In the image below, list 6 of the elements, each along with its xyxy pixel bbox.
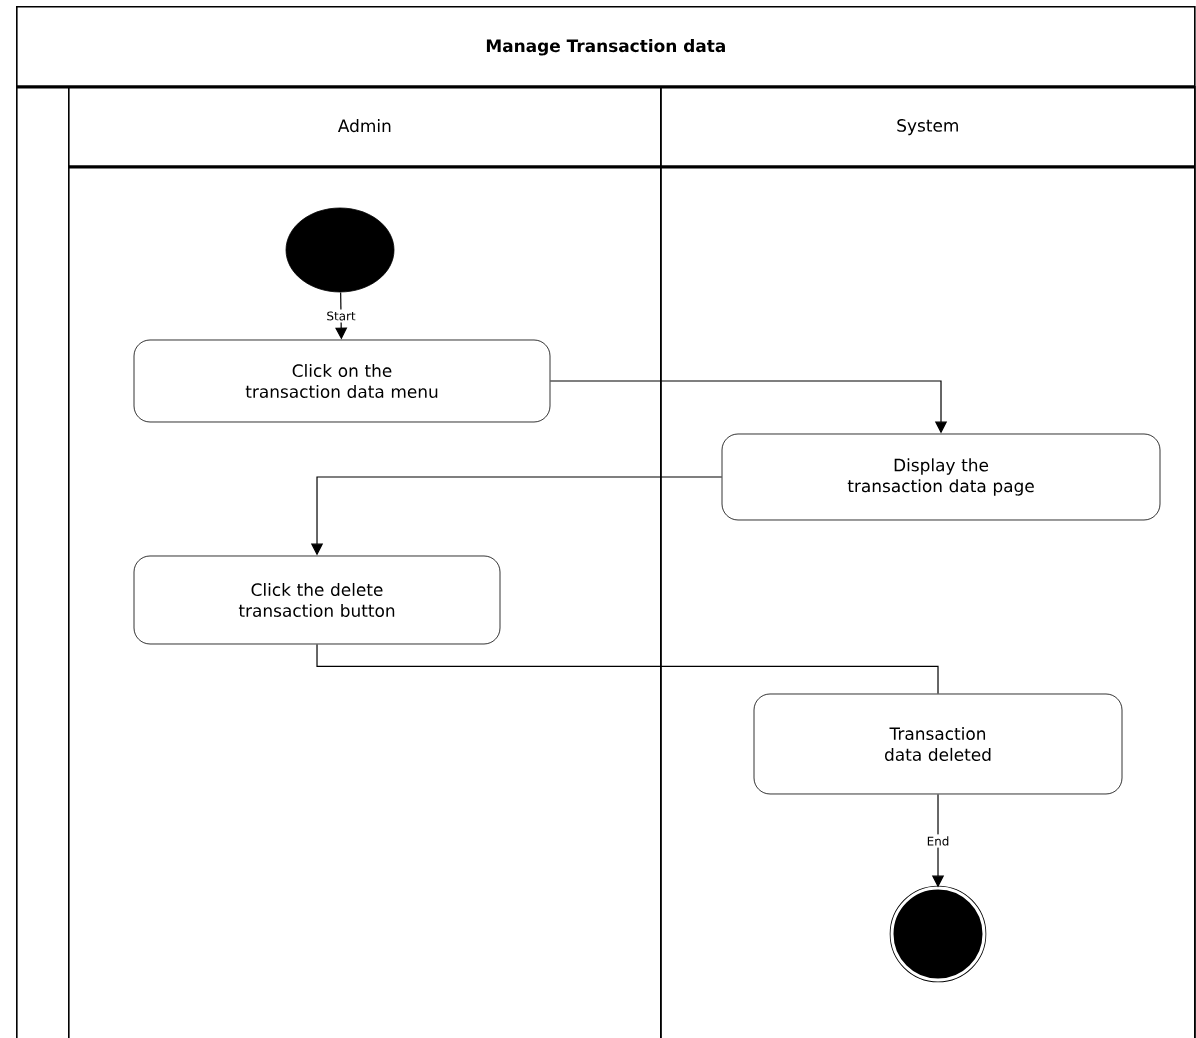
action-box: Display the transaction data page <box>721 433 1161 521</box>
start-node <box>285 207 395 293</box>
end-node <box>889 885 987 983</box>
action-box: Click on the transaction data menu <box>133 339 551 423</box>
action-box: Transaction data deleted <box>753 693 1123 795</box>
action-box: Click the delete transaction button <box>133 555 501 645</box>
